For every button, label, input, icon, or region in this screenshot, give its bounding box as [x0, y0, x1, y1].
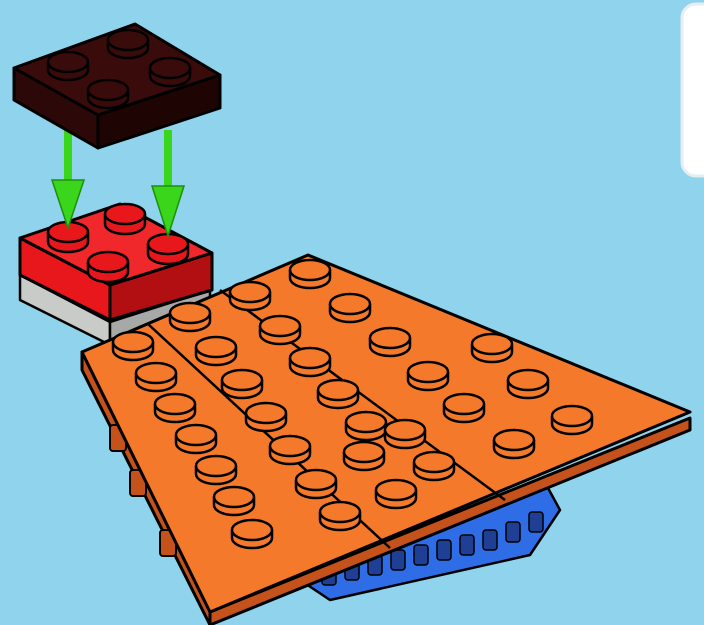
wedge-stud: [296, 470, 336, 498]
wedge-stud: [344, 442, 384, 470]
wedge-stud: [494, 430, 534, 458]
wedge-stud: [270, 436, 310, 464]
wedge-stud: [222, 370, 262, 398]
wedge-stud: [176, 425, 216, 453]
wedge-stud: [472, 334, 512, 362]
wedge-stud: [376, 480, 416, 508]
step-panel: [682, 4, 704, 176]
wedge-stud: [260, 316, 300, 344]
wedge-stud: [346, 412, 386, 440]
dark-red-2x2-plate: [14, 24, 220, 148]
wedge-stud: [290, 348, 330, 376]
wedge-stud: [196, 456, 236, 484]
wedge-stud: [370, 328, 410, 356]
wedge-stud: [230, 282, 270, 310]
green-arrow-right: [152, 130, 184, 236]
wedge-stud: [113, 332, 153, 360]
wedge-stud: [246, 403, 286, 431]
wedge-stud: [318, 380, 358, 408]
wedge-stud: [444, 394, 484, 422]
wedge-stud: [290, 260, 330, 288]
wedge-stud: [196, 337, 236, 365]
wedge-stud: [408, 362, 448, 390]
wedge-stud: [170, 303, 210, 331]
wedge-stud: [552, 406, 592, 434]
wedge-stud: [232, 520, 272, 548]
wedge-stud: [155, 394, 195, 422]
wedge-stud: [320, 502, 360, 530]
wedge-stud: [385, 420, 425, 448]
wedge-stud: [414, 452, 454, 480]
wedge-stud: [508, 370, 548, 398]
wedge-stud: [330, 294, 370, 322]
wedge-stud: [214, 487, 254, 515]
wedge-stud: [136, 363, 176, 391]
